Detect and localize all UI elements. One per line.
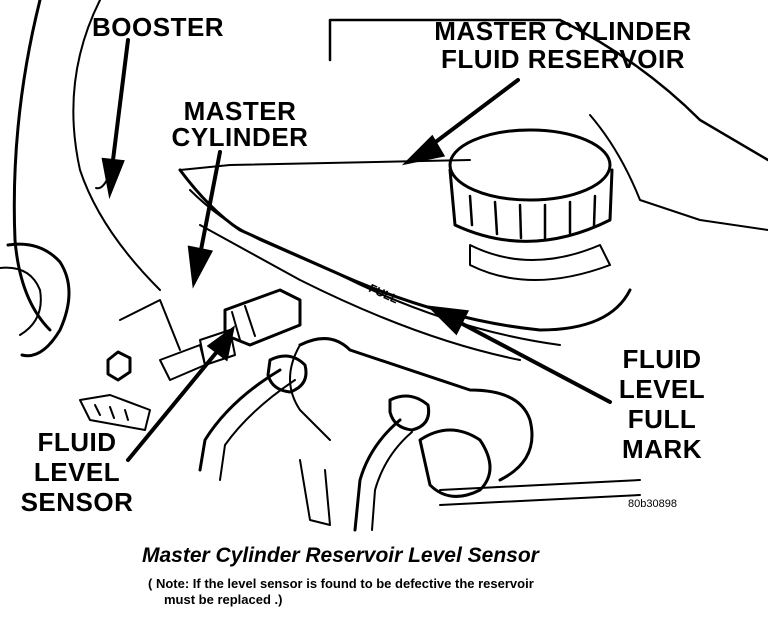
reservoir-label-line-1: MASTER CYLINDER [434,16,692,46]
reservoir-label: MASTER CYLINDER FLUID RESERVOIR [428,18,698,72]
caption-title: Master Cylinder Reservoir Level Sensor [142,544,539,567]
figure-code: 80b30898 [628,498,677,510]
mounting-bolt [106,350,132,382]
booster-outline [12,0,52,332]
master-cylinder-label-line-2: CYLINDER [171,122,309,152]
full-mark-label-line-1: FLUID [622,344,702,374]
caption-note-line-2: must be replaced .) [164,592,283,608]
fluid-level-sensor-label: FLUID LEVEL SENSOR [18,427,136,518]
caption-note: ( Note: If the level sensor is found to … [148,576,534,609]
brake-line-lower [353,418,402,532]
full-mark-label-line-4: MARK [622,433,702,464]
reservoir-body [328,18,768,162]
brake-line-upper [198,368,282,472]
master-cylinder-label-line-1: MASTER [183,96,297,126]
full-mark-label-line-3: FULL [627,403,697,434]
master-cylinder-label: MASTER CYLINDER [170,98,310,150]
reservoir-cap [448,128,614,281]
caption-note-line-1: ( Note: If the level sensor is found to … [148,576,534,591]
booster-label: BOOSTER [92,12,225,42]
full-mark-label-line-2: LEVEL [618,373,706,404]
reservoir-label-line-2: FLUID RESERVOIR [441,44,685,74]
sensor-label-line-1: FLUID [37,427,117,457]
sensor-label-line-3: SENSOR [20,486,134,517]
fluid-level-full-mark-label: FLUID LEVEL FULL MARK [616,344,708,465]
sensor-label-line-2: LEVEL [33,456,121,487]
master-cylinder-body [298,337,534,482]
